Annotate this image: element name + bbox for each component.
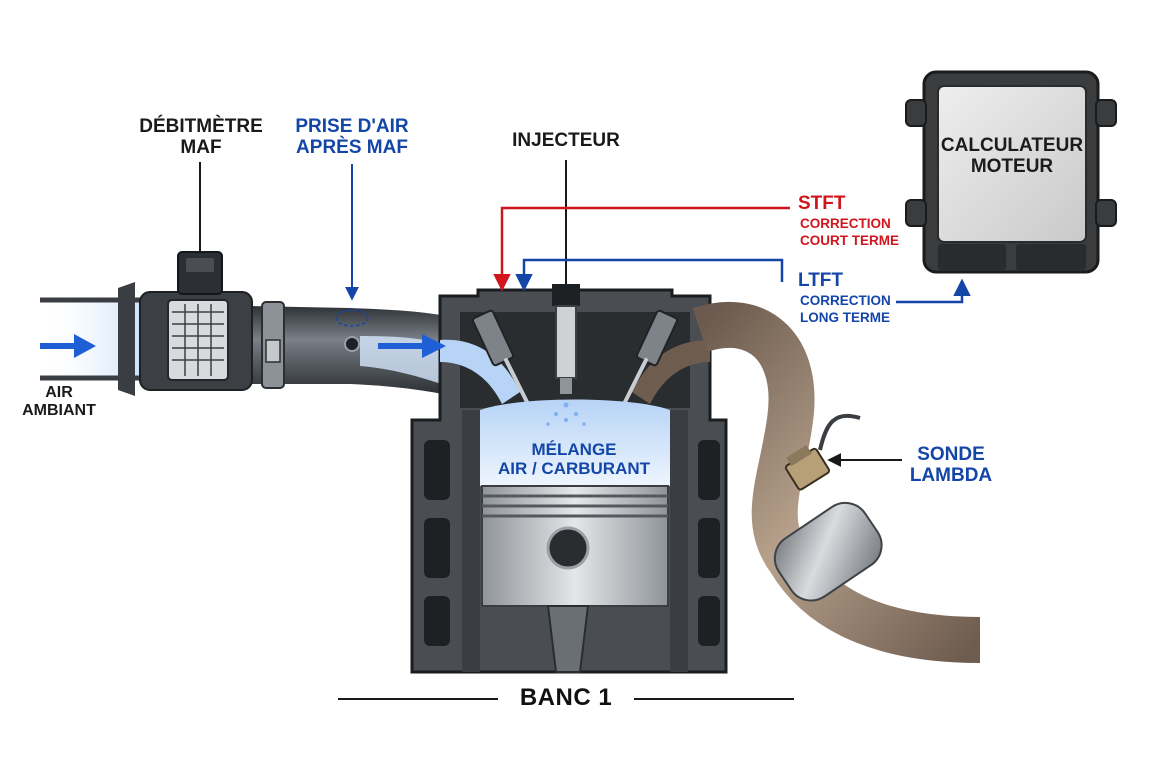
maf-sensor (139, 251, 253, 391)
injector-label: INJECTEUR (512, 130, 620, 151)
stft-line (493, 206, 790, 292)
injector (546, 284, 586, 426)
exhaust-system (692, 302, 981, 663)
ecu-module (905, 70, 1117, 274)
ltft-title: LTFT (798, 270, 844, 291)
ltft-to-ecu-line (896, 278, 971, 304)
airflow-arrows (40, 334, 446, 358)
bank-label: BANC 1 (519, 684, 613, 711)
leader-lines (199, 160, 971, 700)
stft-title: STFT (798, 193, 846, 214)
intake-pipe (40, 282, 490, 402)
ltft-line (515, 258, 784, 292)
